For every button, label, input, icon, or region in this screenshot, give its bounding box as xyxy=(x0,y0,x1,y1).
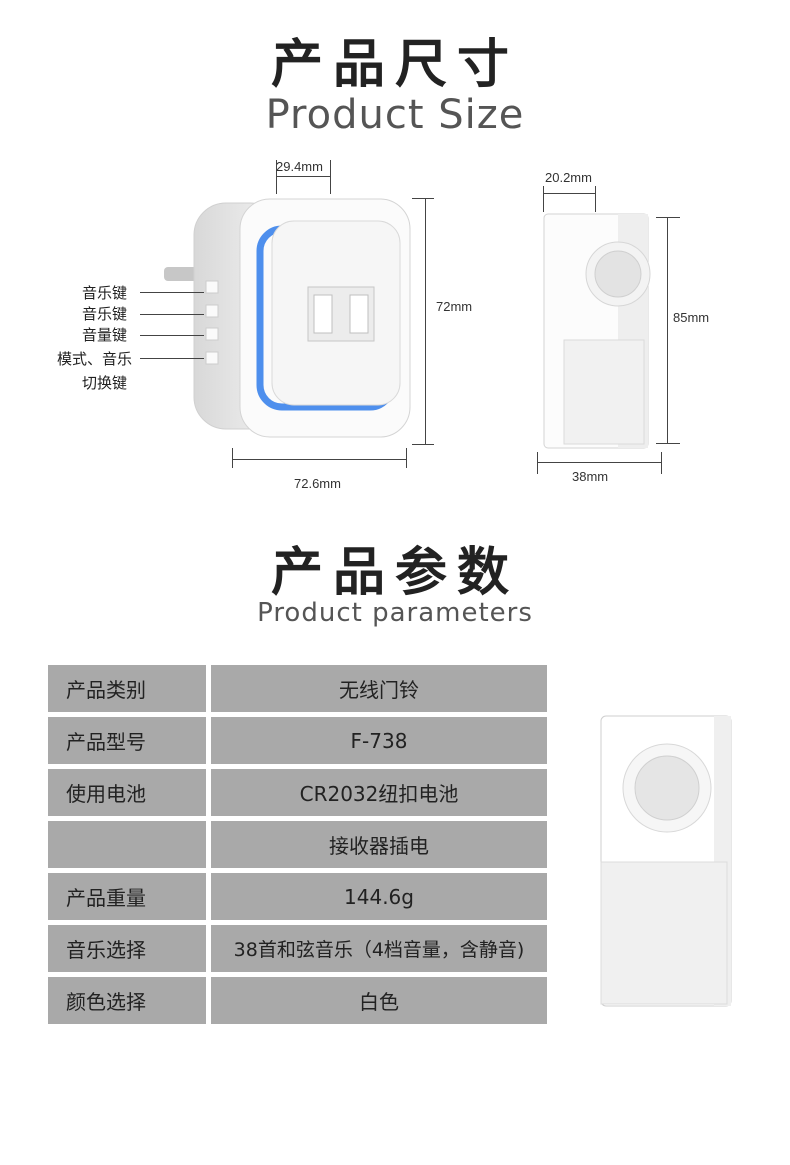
transmitter-depth-tick-left xyxy=(543,186,544,212)
table-row: 产品类别 无线门铃 xyxy=(48,665,547,712)
receiver-depth-label: 29.4mm xyxy=(276,159,323,174)
button-leader-1 xyxy=(140,292,204,293)
button-leader-3 xyxy=(140,335,204,336)
param-value: CR2032纽扣电池 xyxy=(211,769,547,816)
receiver-height-label: 72mm xyxy=(436,299,473,314)
button-label-mode: 模式、音乐 xyxy=(57,350,133,368)
transmitter-height-tick-top xyxy=(656,217,680,218)
param-key: 产品重量 xyxy=(48,873,206,920)
table-row: 产品重量 144.6g xyxy=(48,873,547,920)
transmitter-product-photo xyxy=(600,715,732,1007)
transmitter-height-label: 85mm xyxy=(673,310,710,325)
transmitter-height-tick-bottom xyxy=(656,443,680,444)
param-key: 使用电池 xyxy=(48,769,206,816)
transmitter-width-line xyxy=(537,462,661,463)
receiver-depth-tick-right xyxy=(330,160,331,194)
params-table: 产品类别 无线门铃 产品型号 F-738 使用电池 CR2032纽扣电池 接收器… xyxy=(48,660,547,1029)
param-value: F-738 xyxy=(211,717,547,764)
transmitter-width-tick-left xyxy=(537,452,538,474)
receiver-height-tick-top xyxy=(412,198,434,199)
table-row: 颜色选择 白色 xyxy=(48,977,547,1024)
button-label-volume: 音量键 xyxy=(82,326,128,344)
transmitter-depth-line xyxy=(543,193,595,194)
params-title-cn: 产品参数 xyxy=(270,543,519,603)
receiver-illustration xyxy=(164,198,411,438)
receiver-width-tick-left xyxy=(232,448,233,468)
param-value: 144.6g xyxy=(211,873,547,920)
param-value: 38首和弦音乐（4档音量，含静音) xyxy=(211,925,547,972)
button-leader-2 xyxy=(140,314,204,315)
param-value: 接收器插电 xyxy=(211,821,547,868)
button-label-music-1: 音乐键 xyxy=(82,284,128,302)
size-title-cn: 产品尺寸 xyxy=(270,35,519,95)
transmitter-illustration xyxy=(543,213,651,449)
receiver-width-line xyxy=(232,459,406,460)
params-title-en: Product parameters xyxy=(257,598,533,628)
table-row: 产品型号 F-738 xyxy=(48,717,547,764)
param-key: 音乐选择 xyxy=(48,925,206,972)
transmitter-depth-tick-right xyxy=(595,186,596,212)
table-row: 接收器插电 xyxy=(48,821,547,868)
receiver-width-tick-right xyxy=(406,448,407,468)
table-row: 使用电池 CR2032纽扣电池 xyxy=(48,769,547,816)
size-title-en: Product Size xyxy=(265,92,525,138)
transmitter-width-label: 38mm xyxy=(572,469,609,484)
button-label-switch: 切换键 xyxy=(82,374,128,392)
receiver-height-line xyxy=(425,198,426,444)
transmitter-depth-label: 20.2mm xyxy=(545,170,592,185)
button-label-music-2: 音乐键 xyxy=(82,305,128,323)
transmitter-height-line xyxy=(667,217,668,443)
param-key: 产品类别 xyxy=(48,665,206,712)
receiver-depth-tick-left xyxy=(276,160,277,194)
receiver-height-tick-bottom xyxy=(412,444,434,445)
param-key: 颜色选择 xyxy=(48,977,206,1024)
param-key xyxy=(48,821,206,868)
receiver-width-label: 72.6mm xyxy=(294,476,341,491)
param-key: 产品型号 xyxy=(48,717,206,764)
param-value: 无线门铃 xyxy=(211,665,547,712)
transmitter-width-tick-right xyxy=(661,452,662,474)
receiver-depth-line xyxy=(276,176,330,177)
param-value: 白色 xyxy=(211,977,547,1024)
button-leader-4 xyxy=(140,358,204,359)
table-row: 音乐选择 38首和弦音乐（4档音量，含静音) xyxy=(48,925,547,972)
